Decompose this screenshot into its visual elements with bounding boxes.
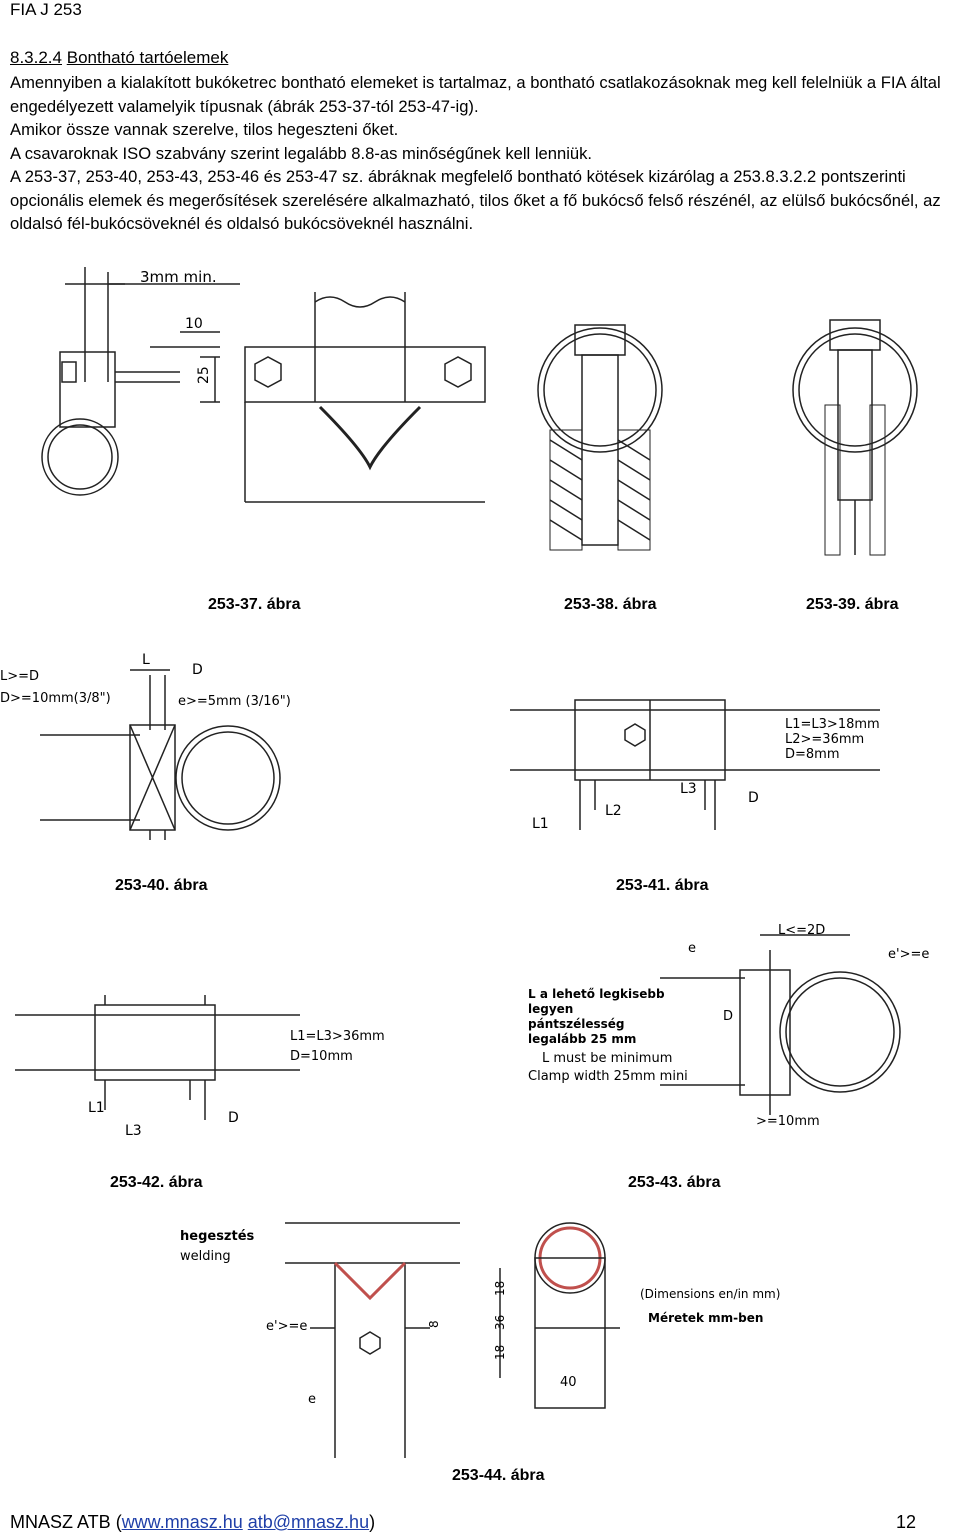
fig44-e-prime: e'>=e: [266, 1319, 307, 1334]
fig41-label-L1: L1: [532, 816, 549, 832]
fig41-spec-2: L2>=36mm: [785, 732, 864, 747]
body-text: Amennyiben a kialakított bukóketrec bont…: [10, 71, 958, 236]
fig43-note-hu-2: legyen: [528, 1002, 573, 1016]
fig41-label-L3: L3: [680, 781, 697, 797]
page-number: 12: [895, 1512, 916, 1532]
paragraph-3: A csavaroknak ISO szabvány szerint legal…: [10, 143, 593, 163]
page-footer: MNASZ ATB (www.mnasz.hu atb@mnasz.hu): [10, 1512, 376, 1532]
fig41-spec-1: L1=L3>18mm: [785, 717, 880, 732]
fig44-dim-40: 40: [560, 1375, 577, 1390]
caption-253-38: 253-38. ábra: [564, 596, 657, 613]
caption-253-39: 253-39. ábra: [806, 596, 899, 613]
footer-web-link[interactable]: www.mnasz.hu: [121, 1512, 243, 1532]
paragraph-4: A 253-37, 253-40, 253-43, 253-46 és 253-…: [10, 167, 941, 233]
caption-253-43: 253-43. ábra: [628, 1174, 721, 1191]
fig44-dims-hu: Méretek mm-ben: [648, 1311, 763, 1325]
caption-253-40: 253-40. ábra: [115, 877, 208, 894]
section-number: 8.3.2.4: [10, 48, 62, 67]
fig43-label-D: D: [723, 1009, 733, 1024]
caption-253-37: 253-37. ábra: [208, 596, 301, 613]
fig43-note-hu-4: legalább 25 mm: [528, 1032, 636, 1046]
fig44-dim-8: 8: [427, 1320, 441, 1328]
figure-253-44: hegesztés welding e'>=e e 8 18 36 18 40 …: [180, 1222, 780, 1458]
figure-253-38: [537, 324, 663, 551]
fig41-label-L2: L2: [605, 803, 622, 819]
figure-253-37: 3mm min. 10 25: [41, 267, 486, 503]
fig43-ge10: >=10mm: [756, 1114, 820, 1129]
fig37-dim-min: 3mm min.: [140, 268, 217, 286]
fig43-l-le: L<=2D: [778, 923, 825, 938]
paragraph-1: Amennyiben a kialakított bukóketrec bont…: [10, 73, 941, 116]
fig41-label-D: D: [748, 790, 759, 806]
section-heading: 8.3.2.4 Bontható tartóelemek: [10, 48, 228, 68]
fig43-e-prime: e'>=e: [888, 947, 929, 962]
caption-253-44: 253-44. ábra: [452, 1467, 545, 1484]
fig44-dims-en: (Dimensions en/in mm): [640, 1287, 780, 1301]
fig43-label-e: e: [688, 941, 696, 956]
figure-253-40: L>=D D>=10mm(3/8") e>=5mm (3/16") L D: [0, 652, 291, 840]
figure-253-42: L1=L3>36mm D=10mm L1 L3 D: [15, 995, 385, 1139]
fig40-label-L: L: [142, 652, 150, 668]
fig40-label-D: D: [192, 662, 203, 678]
figure-253-41: L1=L3>18mm L2>=36mm D=8mm L1 L2 L3 D: [510, 699, 880, 832]
caption-253-42: 253-42. ábra: [110, 1174, 203, 1191]
fig37-dim-10: 10: [185, 316, 203, 332]
fig42-spec-2: D=10mm: [290, 1049, 353, 1064]
fig44-dim-18a: 18: [493, 1281, 507, 1296]
fig44-dim-18b: 18: [493, 1345, 507, 1360]
page-header: FIA J 253: [10, 0, 82, 19]
fig43-note-en-2: Clamp width 25mm mini: [528, 1069, 688, 1084]
fig42-label-L1: L1: [88, 1100, 105, 1116]
fig42-label-D: D: [228, 1110, 239, 1126]
fig40-l-ge-d: L>=D: [0, 669, 39, 684]
fig43-note-hu-3: pántszélesség: [528, 1017, 625, 1031]
fig43-note-hu-1: L a lehető legkisebb: [528, 987, 665, 1001]
paragraph-2: Amikor össze vannak szerelve, tilos hege…: [10, 120, 399, 139]
fig42-spec-1: L1=L3>36mm: [290, 1029, 385, 1044]
figure-253-43: L a lehető legkisebb legyen pántszélessé…: [528, 923, 929, 1129]
footer-org: MNASZ ATB: [10, 1512, 111, 1532]
fig42-label-L3: L3: [125, 1123, 142, 1139]
fig44-label-e: e: [308, 1392, 316, 1407]
fig43-note-en-1: L must be minimum: [542, 1051, 672, 1066]
footer-email-link[interactable]: atb@mnasz.hu: [247, 1512, 370, 1532]
fig40-d-ge: D>=10mm(3/8"): [0, 691, 111, 706]
fig41-spec-3: D=8mm: [785, 747, 840, 762]
figure-253-39: [792, 319, 918, 556]
fig40-e-ge: e>=5mm (3/16"): [178, 694, 291, 709]
section-title: Bontható tartóelemek: [66, 48, 229, 67]
fig44-dim-36: 36: [493, 1315, 507, 1330]
fig44-weld-en: welding: [180, 1249, 231, 1264]
caption-253-41: 253-41. ábra: [616, 877, 709, 894]
fig44-weld-hu: hegesztés: [180, 1229, 255, 1244]
fig37-dim-25: 25: [196, 366, 212, 384]
